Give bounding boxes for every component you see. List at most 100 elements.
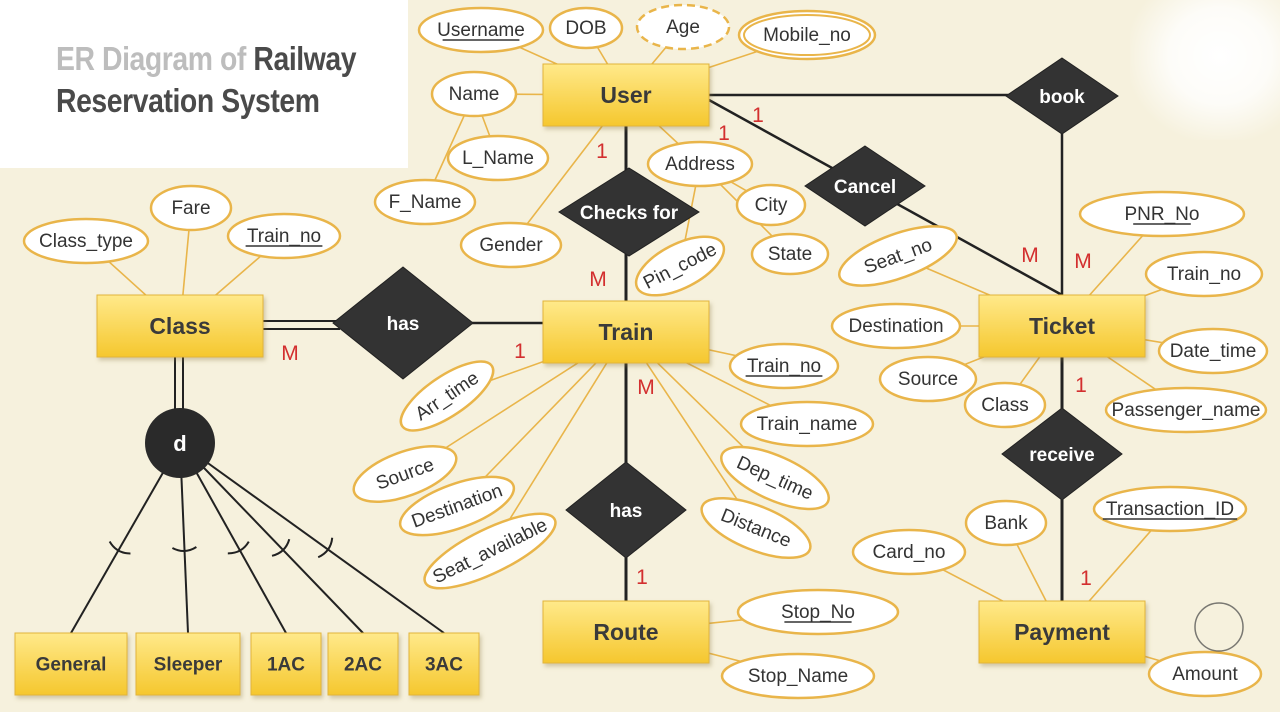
attribute-ellipse: [635, 3, 731, 51]
relationship-has_class[interactable]: has: [332, 266, 474, 380]
attribute-ellipse: [720, 445, 830, 511]
attribute-t_trainno[interactable]: Train_no: [728, 342, 840, 390]
attribute-k_src[interactable]: Source: [878, 355, 978, 403]
attribute-u_lname[interactable]: L_Name: [446, 134, 550, 182]
attribute-u_fname[interactable]: F_Name: [373, 178, 477, 226]
entity-ticket[interactable]: Ticket: [978, 294, 1146, 358]
attribute-r_stopname[interactable]: Stop_Name: [720, 652, 876, 700]
attribute-u_address[interactable]: Address: [646, 140, 754, 188]
attribute-r_stopno[interactable]: Stop_No: [736, 588, 900, 636]
attribute-ellipse: [838, 225, 958, 287]
attribute-u_age[interactable]: Age: [635, 3, 731, 51]
entity-box: [978, 294, 1146, 358]
attribute-u_mobile[interactable]: Mobile_no: [737, 9, 877, 61]
attribute-label: Card_no: [873, 542, 946, 563]
entity-class[interactable]: Class: [96, 294, 264, 358]
attribute-k_pass[interactable]: Passenger_name: [1104, 386, 1268, 434]
multivalued-ring: [743, 14, 871, 56]
attribute-k_seat[interactable]: Seat_no: [832, 214, 964, 298]
attribute-ellipse: [830, 302, 962, 350]
relationship-label: has: [610, 501, 643, 522]
attribute-label: Transaction_ID: [1106, 499, 1234, 520]
attribute-t_trainname[interactable]: Train_name: [739, 400, 875, 448]
disjoint-subclass-link: [179, 442, 364, 634]
title-dark-part: Railway: [253, 40, 357, 77]
attribute-u_dob[interactable]: DOB: [548, 6, 624, 50]
attribute-t_dest[interactable]: Destination: [393, 465, 521, 547]
relationship-book[interactable]: book: [1005, 57, 1119, 135]
entity-ac3[interactable]: 3AC: [408, 632, 480, 696]
entity-user[interactable]: User: [542, 63, 710, 127]
disjoint-subclass-link: [179, 442, 287, 634]
attribute-label: City: [755, 195, 788, 216]
attribute-label: State: [768, 244, 812, 265]
attribute-k_date[interactable]: Date_time: [1157, 327, 1269, 375]
cardinality-label: M: [1021, 244, 1039, 267]
attribute-c_type[interactable]: Class_type: [22, 217, 150, 265]
disjoint-label: d: [173, 431, 186, 456]
attribute-label: Train_no: [1167, 264, 1241, 285]
entity-train[interactable]: Train: [542, 300, 710, 364]
attribute-p_txn[interactable]: Transaction_ID: [1092, 485, 1248, 533]
cardinality-label: M: [589, 268, 607, 291]
entity-route[interactable]: Route: [542, 600, 710, 664]
attribute-u_state[interactable]: State: [750, 232, 830, 276]
cardinality-label: 1: [636, 566, 648, 589]
disjoint-shape: [145, 408, 215, 478]
entity-ac1[interactable]: 1AC: [250, 632, 322, 696]
attribute-ellipse: [398, 475, 516, 537]
disjoint-subclass-link: [70, 442, 181, 634]
entity-label: Route: [593, 619, 658, 645]
attribute-k_trainno[interactable]: Train_no: [1144, 250, 1264, 298]
entity-payment[interactable]: Payment: [978, 600, 1146, 664]
disjoint-circle: d: [145, 408, 215, 478]
attribute-c_fare[interactable]: Fare: [149, 184, 233, 232]
attribute-label: Username: [437, 20, 525, 41]
attribute-p_amount[interactable]: Amount: [1147, 650, 1263, 698]
attribute-ellipse: [430, 70, 518, 118]
attribute-u_gender[interactable]: Gender: [459, 221, 563, 269]
attribute-connector: [489, 331, 627, 552]
attribute-p_card[interactable]: Card_no: [851, 528, 967, 576]
relationship-label: receive: [1029, 445, 1095, 466]
relationship-diamond: [1005, 57, 1119, 135]
entity-general[interactable]: General: [14, 632, 128, 696]
relationship-diamond: [332, 266, 474, 380]
relationship-label: has: [387, 314, 420, 335]
attribute-ellipse: [735, 183, 807, 227]
entity-box: [542, 600, 710, 664]
attribute-label: PNR_No: [1125, 204, 1200, 225]
attribute-ellipse: [700, 496, 812, 560]
attribute-ellipse: [446, 134, 550, 182]
attribute-p_bank[interactable]: Bank: [964, 499, 1048, 547]
attribute-u_name[interactable]: Name: [430, 70, 518, 118]
entity-box: [96, 294, 264, 358]
entity-box: [978, 600, 1146, 664]
attribute-label: Gender: [479, 235, 543, 256]
attribute-ellipse: [728, 342, 840, 390]
attribute-u_city[interactable]: City: [735, 183, 807, 227]
entity-label: Sleeper: [154, 655, 223, 676]
attribute-label: Class_type: [39, 231, 133, 252]
relationship-has_route[interactable]: has: [565, 461, 687, 559]
attribute-ellipse: [1078, 190, 1246, 238]
entity-ac2[interactable]: 2AC: [327, 632, 399, 696]
attribute-u_username[interactable]: Username: [417, 6, 545, 54]
attribute-t_dist[interactable]: Distance: [694, 486, 818, 570]
attribute-ellipse: [1157, 327, 1269, 375]
attribute-ellipse: [634, 235, 726, 297]
entity-sleeper[interactable]: Sleeper: [135, 632, 241, 696]
relationship-receive[interactable]: receive: [1001, 407, 1123, 501]
relationship-checks[interactable]: Checks for: [558, 167, 700, 257]
attribute-k_dest[interactable]: Destination: [830, 302, 962, 350]
entity-label: Class: [149, 313, 210, 339]
overlay-circle-button[interactable]: [1194, 602, 1244, 652]
attribute-k_pnr[interactable]: PNR_No: [1078, 190, 1246, 238]
attribute-k_class[interactable]: Class: [963, 381, 1047, 429]
attribute-label: Destination: [848, 316, 943, 337]
entity-box: [542, 300, 710, 364]
attribute-c_trainno[interactable]: Train_no: [226, 212, 342, 260]
attribute-t_src[interactable]: Source: [347, 435, 464, 513]
attribute-label: Name: [449, 84, 500, 105]
relationship-cancel[interactable]: Cancel: [804, 145, 926, 227]
